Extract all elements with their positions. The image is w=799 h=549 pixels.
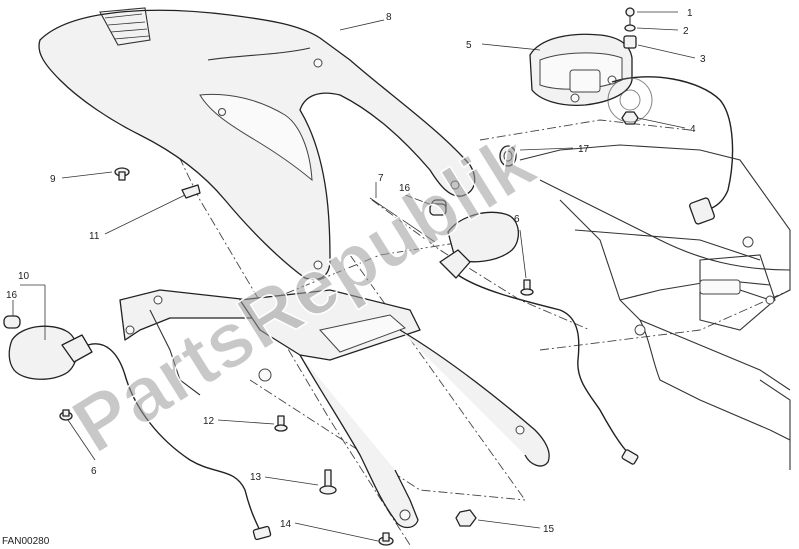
screw-part-12[interactable] xyxy=(274,415,288,432)
watermark-gear-icon xyxy=(607,77,653,123)
rear-subframe xyxy=(519,144,791,470)
nut-part-15[interactable] xyxy=(455,509,477,527)
callout-8[interactable]: 8 xyxy=(386,12,392,23)
grip-texture xyxy=(99,7,151,46)
license-plate-bracket[interactable] xyxy=(119,289,550,529)
callout-10[interactable]: 10 xyxy=(18,271,30,282)
screw-part-1[interactable] xyxy=(625,7,635,26)
callout-3[interactable]: 3 xyxy=(700,54,706,65)
screw-part-6-left[interactable] xyxy=(59,409,73,421)
callout-9[interactable]: 9 xyxy=(50,174,56,185)
callout-13[interactable]: 13 xyxy=(250,472,262,483)
callout-16-left[interactable]: 16 xyxy=(6,290,18,301)
callout-15[interactable]: 15 xyxy=(543,524,555,535)
leader-lines xyxy=(12,11,696,542)
screw-part-13[interactable] xyxy=(319,469,337,495)
callout-labels: 1 2 3 4 5 6 6 7 8 9 10 11 12 13 14 15 16… xyxy=(6,8,706,535)
nut-part-4[interactable] xyxy=(621,111,639,125)
callout-12[interactable]: 12 xyxy=(203,416,215,427)
callout-14[interactable]: 14 xyxy=(280,519,292,530)
callout-5[interactable]: 5 xyxy=(466,40,472,51)
screw-part-9[interactable] xyxy=(114,167,130,181)
callout-6-left[interactable]: 6 xyxy=(91,466,97,477)
clip-part-11[interactable] xyxy=(181,184,201,199)
callout-7[interactable]: 7 xyxy=(378,173,384,184)
screw-part-14[interactable] xyxy=(378,532,394,546)
tail-light[interactable] xyxy=(529,33,633,106)
bulb-part-16-right[interactable] xyxy=(429,203,447,216)
tail-fairing[interactable] xyxy=(38,7,476,281)
callout-11[interactable]: 11 xyxy=(89,231,100,242)
callout-2[interactable]: 2 xyxy=(683,26,689,37)
left-turn-signal[interactable] xyxy=(3,315,272,541)
screw-part-6-right[interactable] xyxy=(520,279,534,296)
washer-part-2[interactable] xyxy=(624,24,636,32)
drawing-code: FAN00280 xyxy=(2,536,50,547)
callout-6-right[interactable]: 6 xyxy=(514,214,520,225)
rubber-grommet-part-17[interactable] xyxy=(499,145,517,167)
callout-16-right[interactable]: 16 xyxy=(399,183,411,194)
tail-light-wire xyxy=(611,76,734,225)
callout-4[interactable]: 4 xyxy=(690,124,696,135)
callout-17[interactable]: 17 xyxy=(578,144,590,155)
spacer-part-3[interactable] xyxy=(623,35,637,49)
callout-1[interactable]: 1 xyxy=(687,8,693,19)
